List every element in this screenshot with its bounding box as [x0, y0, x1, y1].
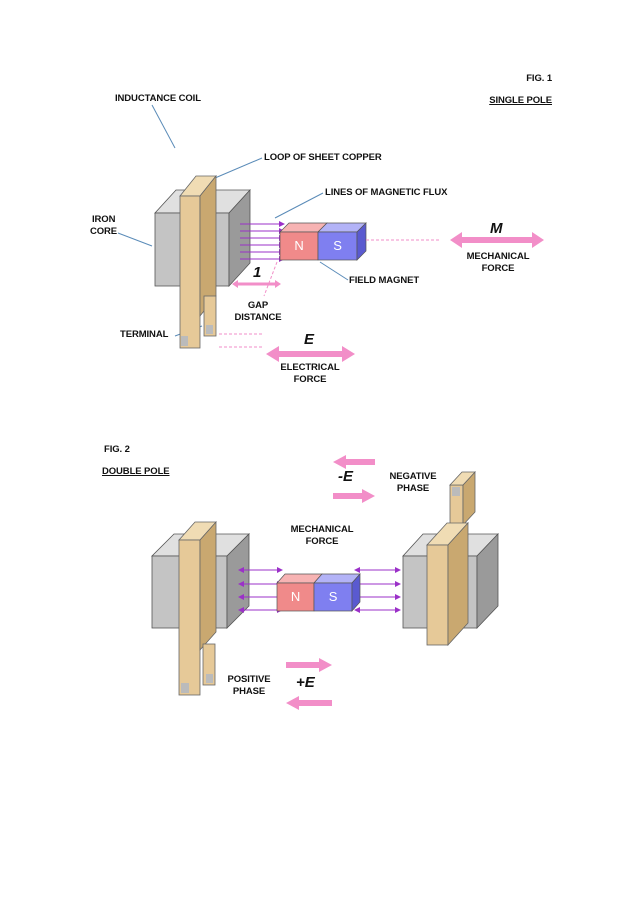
- gap-label-2: DISTANCE: [234, 312, 282, 323]
- field-magnet-fig2: [276, 573, 361, 612]
- sheet-copper-label: LOOP OF SHEET COPPER: [264, 152, 382, 163]
- inductance-coil-label: INDUCTANCE COIL: [115, 93, 201, 104]
- negative-e-symbol: -E: [338, 468, 353, 485]
- negative-phase-label-1: NEGATIVE: [389, 471, 437, 482]
- magnetic-flux-label: LINES OF MAGNETIC FLUX: [325, 187, 448, 198]
- mechanical-force-arrow: [450, 232, 544, 248]
- electrical-force-label-1: ELECTRICAL: [280, 362, 340, 373]
- positive-phase-arrow-left: [286, 696, 332, 710]
- positive-phase-label-1: POSITIVE: [227, 674, 271, 685]
- field-magnet-fig1: [279, 222, 367, 261]
- gap-symbol: 1: [253, 264, 262, 281]
- force-arrows-fig1: [232, 232, 544, 362]
- electrical-force-arrow: [266, 346, 355, 362]
- negative-phase-arrow-left: [333, 455, 375, 469]
- flux-lines-fig1: [240, 221, 285, 262]
- south-pole-label-fig1: S: [333, 238, 342, 253]
- fig2-title: DOUBLE POLE: [102, 466, 170, 477]
- south-pole-label-fig2: S: [328, 589, 338, 604]
- phase-arrows-fig2: [286, 455, 375, 710]
- negative-phase-label-2: PHASE: [396, 483, 430, 494]
- copper-loop-fig1: [179, 174, 217, 349]
- positive-phase-arrow-right: [286, 658, 332, 672]
- gap-label-1: GAP: [247, 300, 269, 311]
- iron-core-label-1: IRON: [92, 214, 116, 225]
- mechanical-force-label-2: FORCE: [481, 263, 515, 274]
- mechanical-force-label-fig2-2: FORCE: [305, 536, 339, 547]
- e-symbol: E: [304, 331, 315, 348]
- iron-core-label-2: CORE: [90, 226, 118, 237]
- dashed-guides-fig1: [219, 239, 440, 348]
- terminal-label: TERMINAL: [120, 329, 169, 340]
- fig2-number: FIG. 2: [104, 444, 130, 455]
- north-pole-label-fig2: N: [290, 589, 301, 604]
- field-magnet-label: FIELD MAGNET: [349, 275, 420, 286]
- copper-loop-left-fig2: [178, 520, 217, 696]
- north-pole-label-fig1: N: [294, 238, 304, 253]
- negative-phase-arrow-right: [333, 489, 375, 503]
- fig1-number: FIG. 1: [526, 73, 552, 84]
- positive-e-symbol: +E: [296, 674, 315, 691]
- copper-loop-right-fig2: [426, 470, 476, 647]
- fig1-title: SINGLE POLE: [489, 95, 552, 106]
- mechanical-force-label-fig2-1: MECHANICAL: [290, 524, 354, 535]
- electrical-force-label-2: FORCE: [293, 374, 327, 385]
- m-symbol: M: [490, 220, 503, 237]
- positive-phase-label-2: PHASE: [232, 686, 266, 697]
- gap-distance-arrow: [232, 280, 281, 288]
- flux-lines-fig2: [238, 567, 401, 613]
- mechanical-force-label-1: MECHANICAL: [466, 251, 530, 262]
